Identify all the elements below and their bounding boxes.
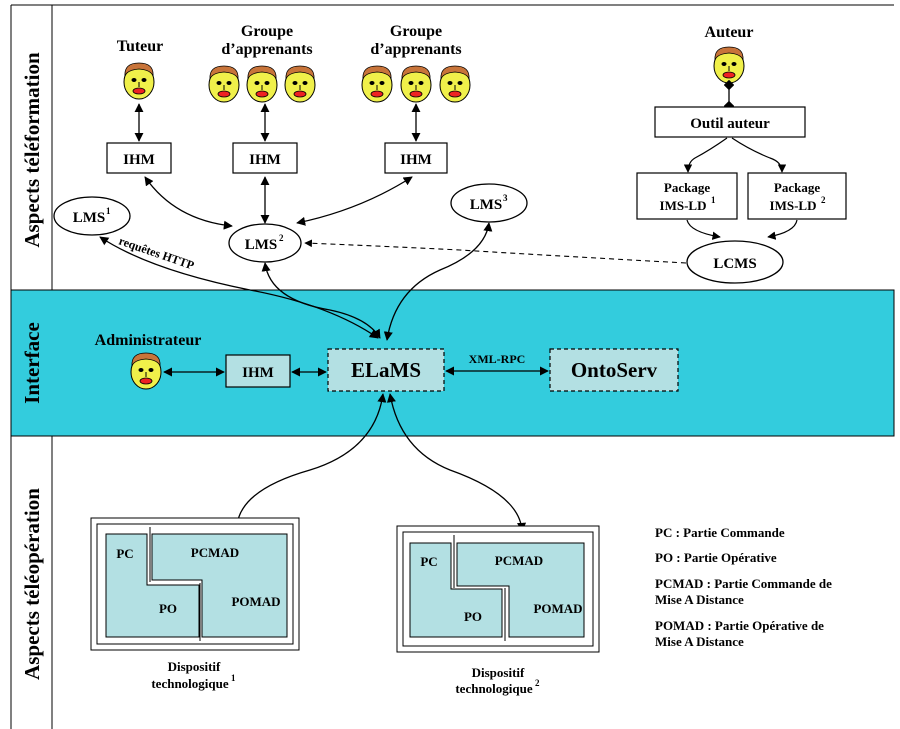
device1-caption-line2: technologique — [151, 676, 229, 691]
legend-pomad-line2: Mise A Distance — [655, 634, 744, 649]
section-label-teleformation: Aspects téléformation — [20, 52, 44, 248]
device2-sup: 2 — [535, 678, 540, 688]
learner-face-icon — [208, 65, 240, 103]
device2-pcmad-label: PCMAD — [495, 553, 543, 568]
elams-device1-edge — [233, 393, 387, 527]
lcms-to-lms2-edge — [304, 239, 687, 264]
elams-device2-edge — [386, 393, 527, 532]
auteur-face-icon — [713, 46, 745, 84]
device1-caption-line1: Dispositif — [168, 659, 221, 674]
learner-face-icon — [246, 65, 278, 103]
lms3-elams-edge — [383, 222, 493, 341]
package-ims-ld-2-box — [747, 172, 847, 220]
lms1-label: LMS — [73, 210, 106, 226]
learner-face-icon — [400, 65, 432, 103]
elams-label: ELaMS — [351, 358, 421, 382]
lms1-node — [53, 196, 131, 236]
package-ims-label: IMS-LD — [770, 198, 817, 213]
device1-po-label: PO — [159, 601, 177, 616]
ihm-box-tuteur — [106, 142, 172, 174]
section-label-teleoperation: Aspects téléopération — [20, 488, 44, 680]
actor-label-groupe1-line2: d’apprenants — [221, 41, 312, 58]
outil-auteur-label: Outil auteur — [690, 116, 770, 132]
legend-pomad-line1: POMAD : Partie Opérative de — [655, 618, 824, 633]
learner-face-icon — [439, 65, 471, 103]
actor-label-administrateur: Administrateur — [95, 332, 202, 349]
elams-box — [327, 348, 445, 392]
lcms-node — [686, 240, 784, 284]
learner-face-icon — [361, 65, 393, 103]
section-label-interface: Interface — [20, 322, 44, 404]
outil-auteur-box — [654, 106, 806, 138]
legend-pcmad-line2: Mise A Distance — [655, 592, 744, 607]
lms3-node — [450, 183, 528, 223]
device2-po-label: PO — [464, 609, 482, 624]
lms2-elams-edge — [261, 262, 381, 339]
actor-label-groupe2-line2: d’apprenants — [370, 41, 461, 58]
ontoserv-box — [549, 348, 679, 392]
package-sup-2: 2 — [821, 195, 826, 205]
learner-face-icon — [284, 65, 316, 103]
ihm-label: IHM — [242, 365, 274, 381]
lms3-sup: 3 — [503, 193, 508, 203]
ihm-label: IHM — [123, 152, 155, 168]
legend-pc: PC : Partie Commande — [655, 525, 785, 540]
device1-pc-label: PC — [116, 546, 133, 561]
lms1-sup: 1 — [106, 206, 111, 216]
ihm-label: IHM — [249, 152, 281, 168]
device1-pomad-label: POMAD — [231, 594, 280, 609]
device-2 — [396, 525, 600, 653]
package-label: Package — [774, 180, 820, 195]
ihm-label: IHM — [400, 152, 432, 168]
lms2-sup: 2 — [279, 233, 284, 243]
ihm-box-groupe2 — [384, 142, 448, 174]
package-label: Package — [664, 180, 710, 195]
actor-label-auteur: Auteur — [705, 24, 754, 41]
package-sup-1: 1 — [711, 195, 716, 205]
administrateur-face-icon — [130, 352, 162, 390]
lms2-label: LMS — [245, 237, 278, 253]
device-1 — [90, 517, 300, 651]
actor-label-tuteur: Tuteur — [117, 38, 164, 55]
legend-pcmad-line1: PCMAD : Partie Commande de — [655, 576, 832, 591]
package-ims-ld-1-box — [636, 172, 738, 220]
device1-sup: 1 — [231, 673, 236, 683]
ontoserv-label: OntoServ — [571, 358, 658, 382]
actor-label-groupe2-line1: Groupe — [390, 23, 442, 40]
tuteur-face-icon — [123, 62, 155, 100]
actor-label-groupe1-line1: Groupe — [241, 23, 293, 40]
device2-caption-line1: Dispositif — [472, 665, 525, 680]
ihm-box-administrateur — [225, 354, 291, 388]
ihm-box-groupe1 — [232, 142, 298, 174]
xml-rpc-label: XML-RPC — [469, 352, 526, 366]
lcms-label: LCMS — [713, 256, 756, 272]
device2-caption-line2: technologique — [455, 681, 533, 696]
device2-pomad-label: POMAD — [533, 601, 582, 616]
lms3-label: LMS — [470, 197, 503, 213]
legend-po: PO : Partie Opérative — [655, 550, 777, 565]
package-ims-label: IMS-LD — [660, 198, 707, 213]
device1-pcmad-label: PCMAD — [191, 545, 239, 560]
device2-pc-label: PC — [420, 554, 437, 569]
